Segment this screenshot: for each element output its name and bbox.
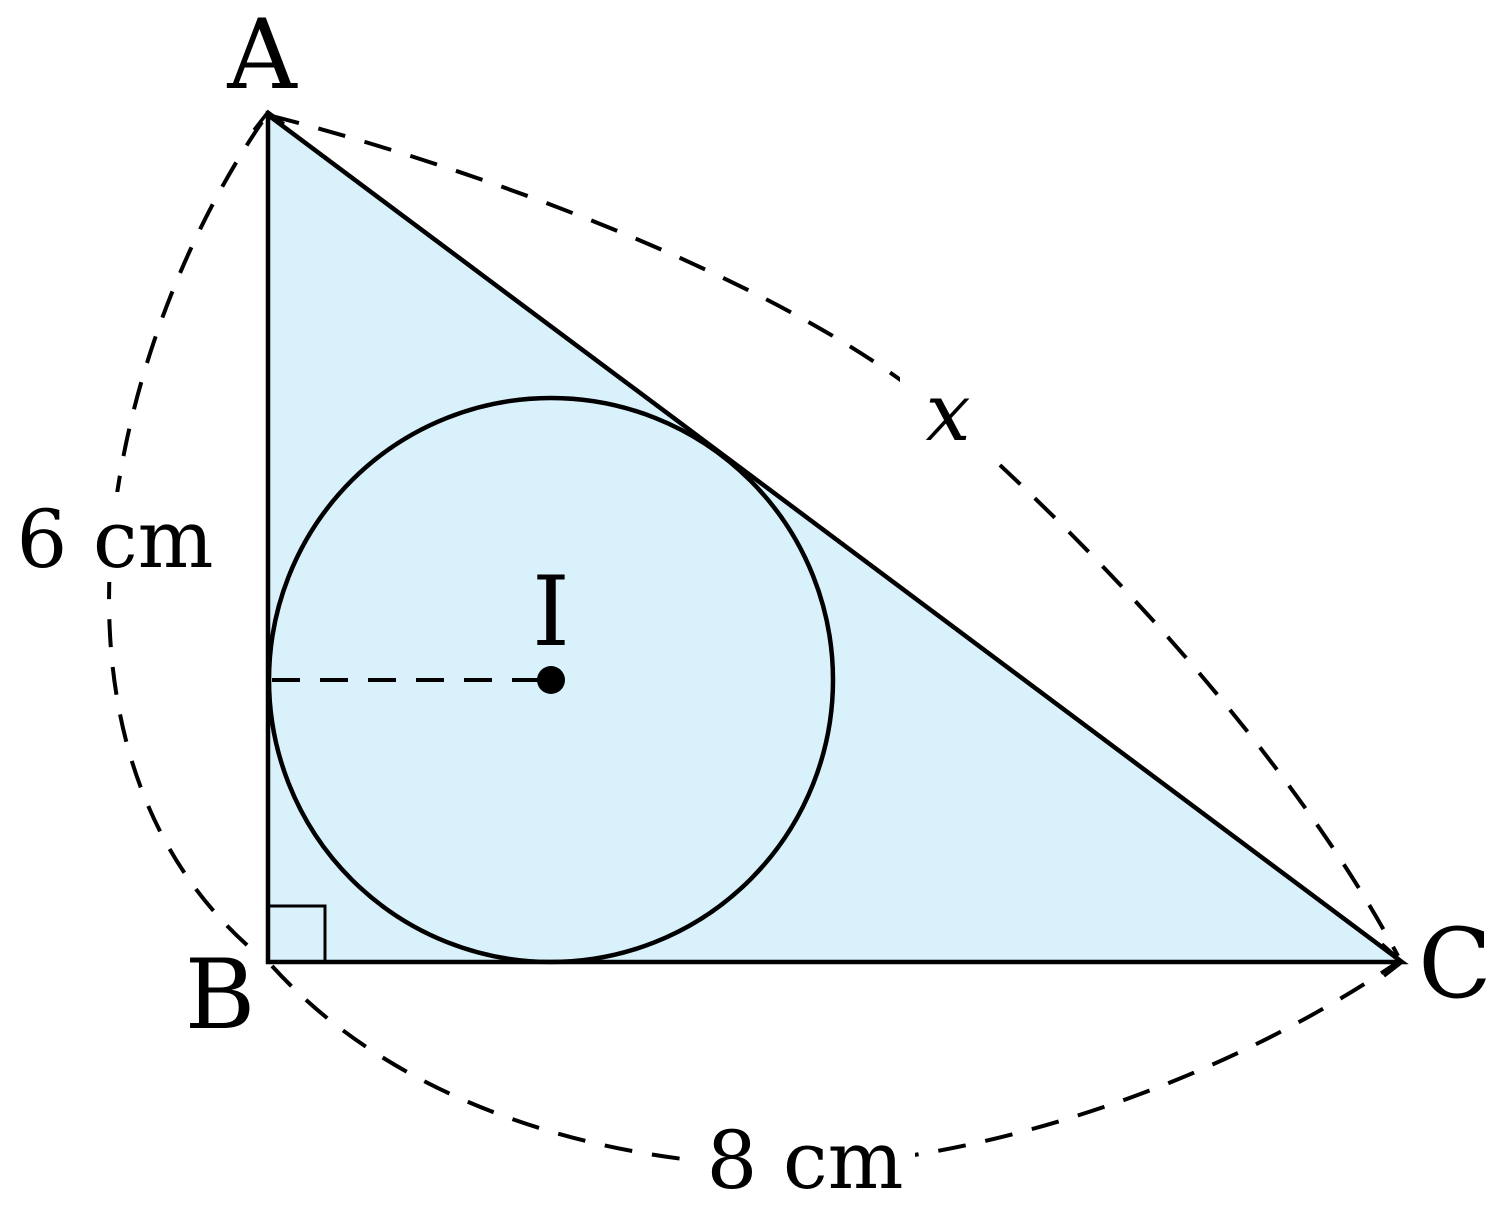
arc-end-cap-c <box>1380 942 1405 978</box>
vertex-label-b: B <box>185 939 256 1051</box>
triangle-outline <box>265 110 1409 965</box>
side-label-ac: x <box>925 366 970 459</box>
right-angle-marker <box>270 904 327 960</box>
center-label-i: I <box>532 556 570 668</box>
label-bg-x <box>900 375 1000 465</box>
incenter-point <box>537 666 565 694</box>
side-label-bc: 8 cm <box>707 1114 904 1207</box>
vertex-label-a: A <box>226 0 298 111</box>
side-ac-measure-arc <box>271 114 1400 957</box>
side-ab-measure-arc <box>107 120 264 960</box>
side-label-ab: 6 cm <box>17 493 214 586</box>
label-bg-6cm <box>18 492 218 582</box>
arc-end-cap-a <box>252 109 286 132</box>
vertex-label-c: C <box>1418 908 1490 1020</box>
label-bg-8cm <box>695 1118 915 1208</box>
